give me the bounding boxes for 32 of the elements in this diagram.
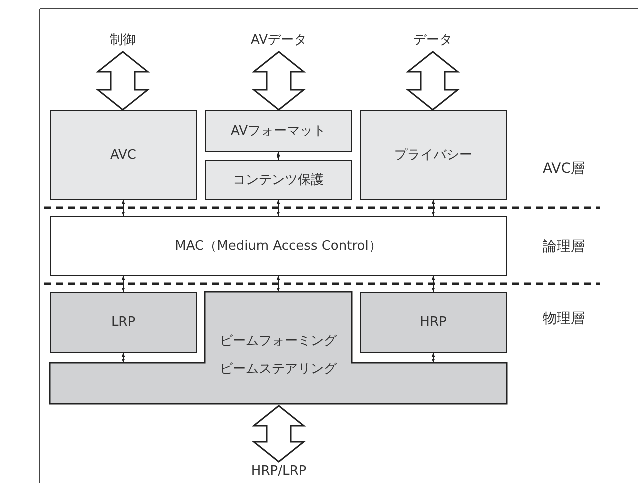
layer-label: 論理層 (543, 238, 585, 256)
arrow (122, 200, 126, 216)
layer-label: 物理層 (543, 310, 585, 328)
layer-box (360, 110, 507, 200)
double-arrow (252, 51, 306, 111)
box-label: プライバシー (392, 146, 474, 164)
arrow (276, 152, 280, 160)
text-label: 制御 (109, 32, 137, 49)
arrow (432, 352, 436, 364)
text-label: データ (412, 32, 454, 49)
layer-box (50, 110, 197, 200)
block-label: ビームステアリング (220, 361, 337, 378)
beam-block (50, 292, 507, 404)
layer-box (205, 160, 352, 200)
layer-box (50, 292, 197, 353)
arrow (432, 276, 436, 292)
text-label: HRP/LRP (250, 464, 308, 478)
double-arrow (96, 51, 150, 111)
double-arrow (252, 405, 306, 463)
layer-label: AVC層 (543, 160, 586, 178)
layer-box (50, 216, 507, 276)
arrow (122, 276, 126, 292)
block-label: ビームフォーミング (220, 333, 337, 350)
layer-box (205, 110, 352, 152)
arrow (122, 352, 126, 364)
arrow (432, 200, 436, 216)
arrow (276, 276, 280, 292)
text-label: AVデータ (250, 32, 308, 49)
layer-box (360, 292, 507, 353)
arrow (276, 200, 280, 216)
double-arrow (406, 51, 460, 111)
box-label: AVC (108, 148, 139, 162)
